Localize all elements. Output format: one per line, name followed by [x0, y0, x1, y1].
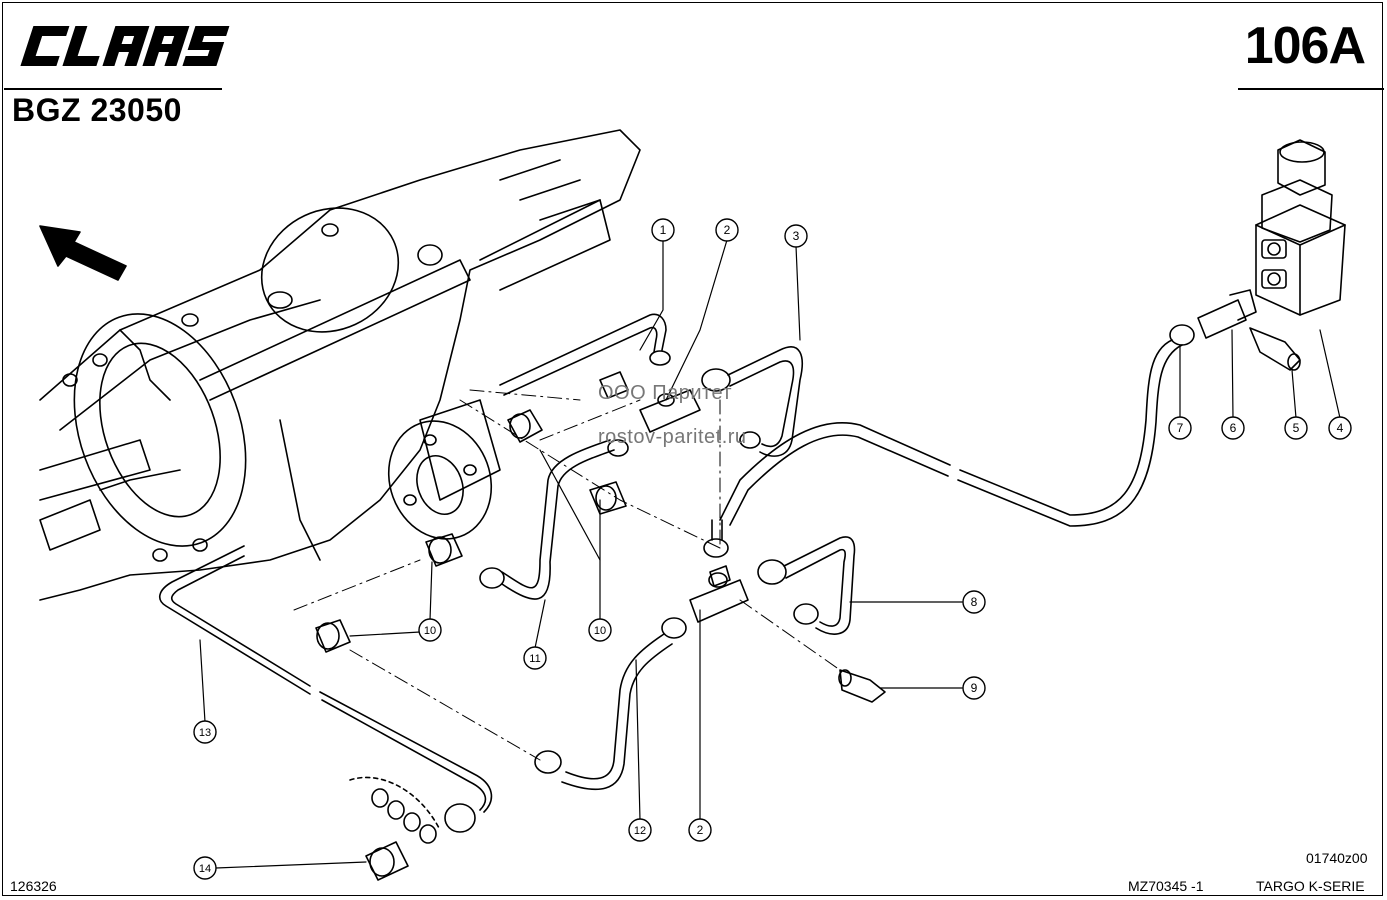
pipe-8: [757, 536, 856, 635]
callout-label-11: 11: [529, 653, 540, 665]
callout-1: [651, 218, 675, 242]
callout-group: [193, 218, 1352, 880]
callout-label-7: 7: [1177, 421, 1184, 435]
callout-label-12: 12: [634, 825, 646, 837]
callout-label-5: 5: [1293, 421, 1300, 435]
leader-lines: [199, 239, 1341, 869]
callout-2-top: [715, 218, 739, 242]
sensor-fitting-9: [838, 669, 886, 703]
callout-6: [1221, 416, 1245, 440]
tee-fitting-2-upper: [599, 371, 701, 433]
model-code: BGZ 23050: [12, 92, 182, 128]
sealing-rings: [349, 776, 441, 844]
footer-drawing-code: 01740z00: [1306, 850, 1368, 866]
callout-2-bottom: [688, 818, 712, 842]
callout-label-2-top: 2: [724, 223, 731, 237]
elbow-fitting-6: [1197, 289, 1257, 339]
callout-label-3: 3: [793, 229, 800, 243]
pipe-12: [534, 617, 687, 790]
adapter-fitting-10b: [589, 481, 627, 515]
callout-8: [962, 590, 986, 614]
callout-label-4: 4: [1337, 421, 1344, 435]
pipe-13: [159, 545, 493, 833]
footer-series: TARGO K-SERIE: [1256, 878, 1365, 894]
footer-center-code: MZ70345 -1: [1128, 878, 1204, 894]
callout-9: [962, 676, 986, 700]
adapter-fitting-10a: [507, 409, 543, 443]
callout-label-6: 6: [1230, 421, 1237, 435]
tee-fitting-2-lower: [689, 565, 749, 623]
pipe-3: [701, 346, 803, 457]
adapter-fitting-14: [365, 841, 409, 881]
transmission-housing: [39, 129, 641, 601]
callout-10-mid: [418, 618, 442, 642]
callout-14: [193, 856, 217, 880]
callout-label-14: 14: [199, 863, 211, 875]
callout-13: [193, 720, 217, 744]
fitting-5: [1249, 327, 1301, 371]
callout-label-13: 13: [199, 727, 211, 739]
claas-logo: [20, 26, 230, 66]
callout-label-10-right: 10: [594, 625, 606, 637]
callout-label-9: 9: [971, 681, 978, 695]
callout-label-8: 8: [971, 595, 978, 609]
callout-label-2-bottom: 2: [697, 823, 704, 837]
callout-10-right: [588, 618, 612, 642]
pipe-1: [499, 313, 671, 396]
watermark-line2: rostov-paritet.ru: [598, 426, 747, 448]
direction-arrow-icon: [39, 225, 127, 281]
callout-11: [523, 646, 547, 670]
watermark-line1: ООО Паритет: [598, 382, 733, 404]
adapter-fitting-10c: [425, 533, 463, 567]
adapter-fitting-10d: [315, 619, 351, 653]
page-number: 106A: [1244, 17, 1366, 75]
pipe-11: [479, 439, 629, 600]
callout-12: [628, 818, 652, 842]
center-lines: [293, 389, 841, 761]
header-rule-left: [4, 88, 222, 90]
callout-label-10-mid: 10: [424, 625, 436, 637]
callout-5: [1284, 416, 1308, 440]
callout-3: [784, 224, 808, 248]
callout-7: [1168, 416, 1192, 440]
footer-left-code: 126326: [10, 878, 57, 894]
callout-label-1: 1: [660, 223, 667, 237]
callout-4: [1328, 416, 1352, 440]
header-rule-right: [1238, 88, 1384, 90]
solenoid-valve-block: [1255, 139, 1346, 316]
pipe-7: [703, 324, 1195, 558]
